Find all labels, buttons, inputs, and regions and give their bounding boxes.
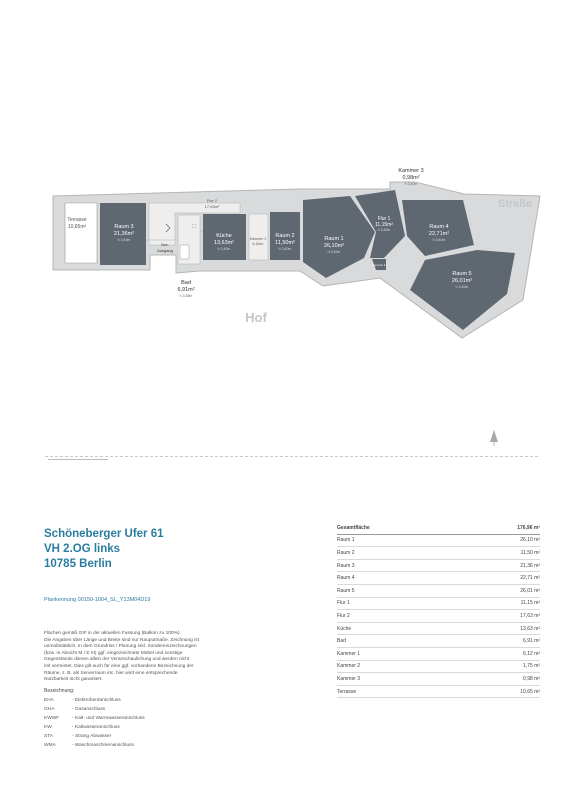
room-terrasse	[64, 202, 98, 264]
legend-title: Bezeichnung:	[44, 688, 75, 694]
address-city: 10785 Berlin	[44, 558, 112, 570]
area-raum4: 22,71m²	[429, 231, 449, 237]
label-kammer1: Kammer 1	[250, 237, 266, 241]
label-raum4: Raum 4	[429, 224, 448, 230]
area-raum5: 26,01m²	[452, 278, 472, 284]
height-raum5: h 3,40m	[456, 285, 469, 289]
note-line: Gegenstände dienen allein der Veranschau…	[44, 657, 190, 663]
area-kammer3: 0,98m²	[402, 175, 419, 181]
label-terrasse: Terrasse	[67, 217, 86, 223]
north-arrow-icon	[490, 430, 498, 446]
note-line: Nutzbarkeit nicht garantiert.	[44, 677, 103, 683]
address-street: Schöneberger Ufer 61	[44, 528, 164, 540]
height-bad: h 3,38m	[180, 294, 193, 298]
area-flur1: 11,15m²	[375, 222, 393, 228]
area-terrasse: 10,65m²	[68, 224, 87, 230]
legend: Bezeichnung: EHA- Elektroherdanschluss G…	[44, 688, 244, 752]
label-notausgang-1: Not-	[161, 242, 169, 247]
room-raum4	[402, 200, 474, 256]
area-raum1: 26,10m²	[324, 243, 344, 249]
room-kammer2	[372, 259, 386, 270]
area-raum3: 21,36m²	[114, 231, 134, 237]
height-raum3: h 3,40m	[118, 238, 131, 242]
room-raum1	[303, 196, 375, 278]
label-bad: Bad	[181, 280, 191, 286]
address-floor: VH 2.OG links	[44, 543, 121, 555]
height-raum4: h 3,40m	[433, 238, 446, 242]
room-flur1	[355, 190, 405, 258]
floor-plan: Terrasse 10,65m² Raum 3 21,36m² h 3,40m …	[52, 168, 541, 446]
label-raum5: Raum 5	[452, 271, 471, 277]
address-block: Schöneberger Ufer 61 VH 2.OG links 10785…	[44, 527, 274, 572]
note-line: (bzw. in Absicht M / E III) ggf. eingeze…	[44, 650, 183, 656]
legend-item: KWWF- Kalt- und Warmwasseranschluss	[44, 716, 145, 721]
room-kuche	[203, 214, 246, 260]
exit-arrow-icon	[165, 223, 171, 233]
label-flur1: Flur 1	[378, 216, 391, 222]
bathtub-icon	[179, 244, 190, 260]
area-raum2: 11,50m²	[275, 240, 295, 246]
legend-item: GHA- Gasanschluss	[44, 707, 106, 712]
label-kuche: Küche	[216, 233, 232, 239]
area-bad: 6,91m²	[177, 287, 194, 293]
sink-icon	[191, 223, 197, 229]
street-label: Straße	[498, 198, 532, 210]
disclaimer-note: Flächen gemäß GIF in der aktuellen Fassu…	[44, 631, 229, 684]
legend-item: STA- Strang Abwasser	[44, 734, 112, 739]
room-flur2	[148, 202, 241, 246]
label-kammer3: Kammer 3	[398, 168, 423, 174]
legend-item: EHA- Elektroherdanschluss	[44, 698, 121, 703]
note-line: Die Angaben über Länge und Breite sind n…	[44, 637, 199, 643]
room-kammer1	[248, 213, 269, 261]
divider-line	[45, 456, 538, 457]
label-notausgang-2: Ausgang	[157, 248, 173, 253]
total-value: 176,96 m²	[517, 524, 540, 531]
table-row-total: Gesamtfläche 176,96 m²	[337, 522, 540, 535]
total-label: Gesamtfläche	[337, 524, 370, 531]
note-line: unmaßstäblich. In dem Grundriss / Planun…	[44, 644, 197, 650]
note-line: Flächen gemäß GIF in der aktuellen Fassu…	[44, 631, 181, 636]
label-raum1: Raum 1	[324, 236, 343, 242]
area-flur2: 17,63m²	[205, 204, 220, 209]
scale-bar	[48, 452, 108, 460]
legend-item: KW- Kaltwasseranschluss	[44, 725, 120, 730]
area-kammer1: 6,12m²	[253, 242, 265, 246]
room-raum5	[410, 250, 515, 330]
note-line: Räume, z. B. als Serverraum etc. hier wi…	[44, 670, 178, 676]
plan-id: Plankennung 00150-1004_SL_Y13M04D19	[44, 597, 151, 603]
legend-item: WMA- Waschmaschinenanschluss	[44, 743, 134, 748]
room-raum2	[270, 212, 300, 260]
height-raum1: h 3,40m	[328, 250, 341, 254]
label-kammer2: Kammer 2	[373, 263, 386, 267]
height-raum2: h 3,40m	[279, 247, 292, 251]
label-raum3: Raum 3	[114, 224, 133, 230]
height-kammer3: h 3,40m	[405, 182, 418, 186]
area-kuche: 13,63m²	[214, 240, 234, 246]
yard-label: Hof	[245, 310, 267, 325]
height-kuche: h 3,40m	[218, 247, 231, 251]
room-raum3	[100, 203, 146, 265]
label-flur2: Flur 2	[207, 198, 218, 203]
height-flur1: h 3,40m	[378, 228, 391, 232]
label-raum2: Raum 2	[275, 233, 294, 239]
note-line: mit vermietet. Dies gilt auch für eine g…	[44, 663, 194, 669]
